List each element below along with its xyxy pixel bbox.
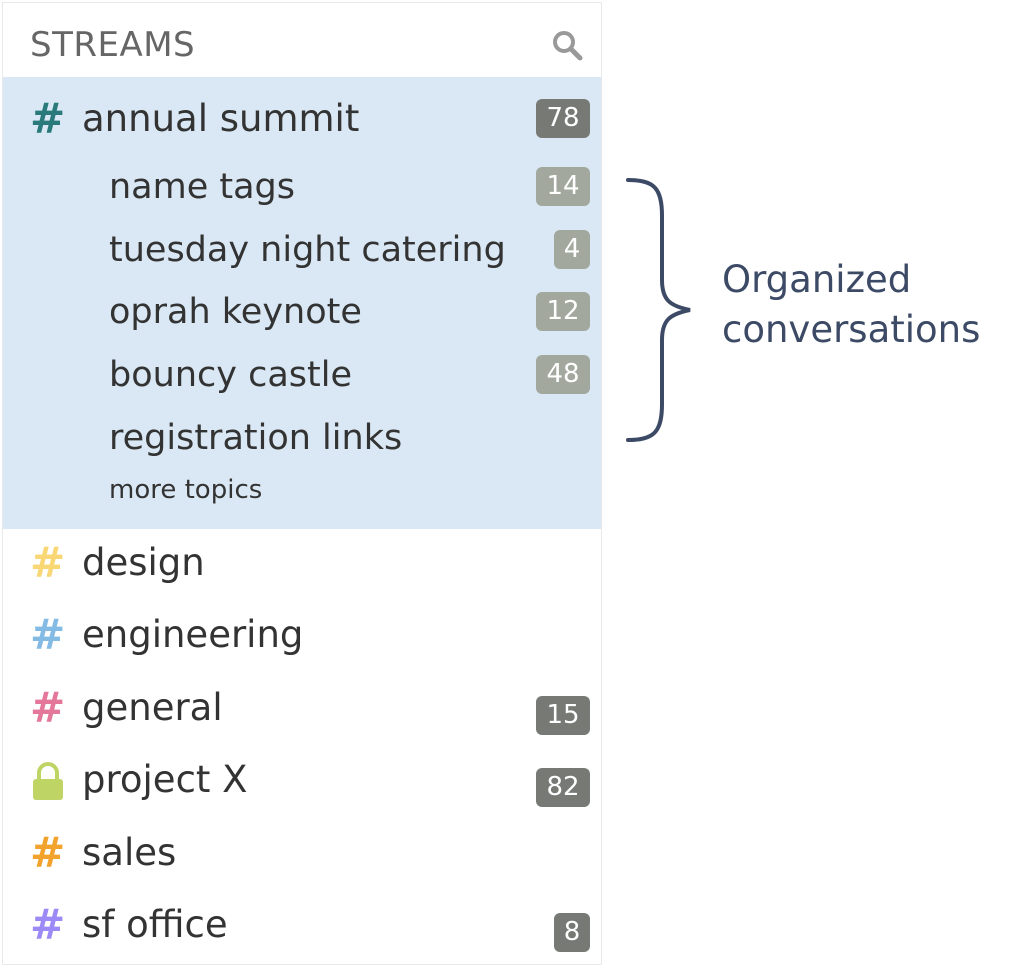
topic-unread-badge: 14 <box>536 167 590 206</box>
topic-name: oprah keynote <box>109 292 362 332</box>
more-topics-link[interactable]: more topics <box>109 475 263 505</box>
stream-row-engineering[interactable]: # engineering <box>3 603 601 667</box>
topic-name: bouncy castle <box>109 355 352 395</box>
lock-icon <box>31 762 65 802</box>
streams-sidebar: STREAMS # annual summit 78 name tags 14 <box>2 2 602 965</box>
stream-name: sf office <box>82 903 228 946</box>
topic-name: name tags <box>109 167 296 207</box>
stream-row-project-x[interactable]: project X 82 <box>3 748 601 812</box>
unread-count-badge: 78 <box>536 99 590 138</box>
streams-title: STREAMS <box>30 25 196 65</box>
stream-row-sf-office[interactable]: # sf office 8 <box>3 893 601 957</box>
stream-name: general <box>82 686 223 729</box>
active-stream-block: # annual summit 78 name tags 14 tuesday … <box>3 77 601 529</box>
hash-icon: # <box>30 828 66 877</box>
annotation-label: Organized conversations <box>722 255 980 355</box>
stream-row-annual-summit[interactable]: # annual summit 78 <box>3 87 601 151</box>
stream-row-design[interactable]: # design <box>3 531 601 595</box>
stream-name: design <box>82 541 205 584</box>
topic-unread-badge: 4 <box>554 230 590 269</box>
hash-icon: # <box>30 538 66 587</box>
topic-name: tuesday night catering <box>109 230 506 270</box>
topic-name: registration links <box>109 418 403 458</box>
hash-icon: # <box>30 610 66 659</box>
annotation-line-1: Organized <box>722 258 912 301</box>
unread-count-badge: 15 <box>536 696 590 735</box>
topic-unread-badge: 12 <box>536 292 590 331</box>
annotation-line-2: conversations <box>722 308 981 351</box>
hash-icon: # <box>30 94 66 143</box>
hash-icon: # <box>30 900 66 949</box>
topic-row-registration-links[interactable]: registration links <box>3 410 601 474</box>
topic-row-oprah-keynote[interactable]: oprah keynote 12 <box>3 284 601 348</box>
streams-header: STREAMS <box>3 3 601 76</box>
stream-name: sales <box>82 831 177 874</box>
stream-name: engineering <box>82 613 304 656</box>
topic-row-bouncy-castle[interactable]: bouncy castle 48 <box>3 347 601 411</box>
search-icon[interactable] <box>551 29 585 63</box>
stream-row-sales[interactable]: # sales <box>3 821 601 885</box>
stream-row-general[interactable]: # general 15 <box>3 676 601 740</box>
unread-count-badge: 8 <box>554 913 590 952</box>
topic-row-tuesday-night-catering[interactable]: tuesday night catering 4 <box>3 222 601 286</box>
stream-name: annual summit <box>82 97 360 140</box>
curly-brace-icon <box>626 178 691 442</box>
topic-row-name-tags[interactable]: name tags 14 <box>3 159 601 223</box>
stream-name: project X <box>82 758 248 801</box>
unread-count-badge: 82 <box>536 768 590 807</box>
topic-unread-badge: 48 <box>536 355 590 394</box>
hash-icon: # <box>30 683 66 732</box>
